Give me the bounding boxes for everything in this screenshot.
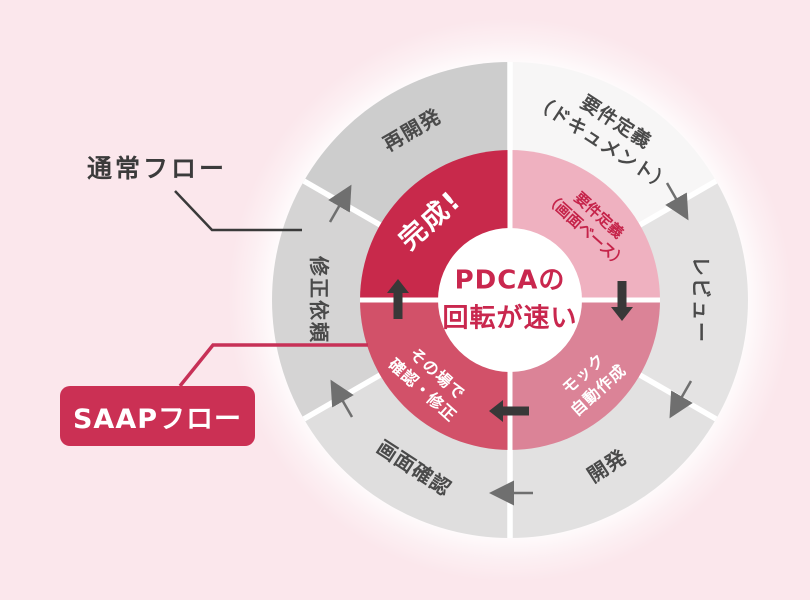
label-fix-request: 修正依頼 <box>306 256 332 344</box>
normal-flow-connector-line <box>174 190 302 232</box>
label-review-text: レビュー <box>689 256 713 344</box>
outer-flow-arrows <box>328 182 693 506</box>
center-message: PDCAの 回転が速い <box>442 262 577 337</box>
arrow-mock-to-onspot-icon <box>489 400 529 422</box>
center-message-line2: 回転が速い <box>442 303 578 333</box>
center-circle <box>438 228 582 372</box>
arrow-fix-to-redevelop-icon <box>328 184 352 223</box>
saap-flow-connector-line <box>178 343 368 388</box>
label-fix-request-text: 修正依頼 <box>307 256 331 344</box>
normal-flow-callout: 通常フロー <box>87 149 227 185</box>
center-message-line1: PDCAの <box>454 265 566 296</box>
arrow-screen-to-mock-icon <box>611 281 633 321</box>
arrow-review-to-dev-icon <box>669 380 693 419</box>
label-review: レビュー <box>688 256 714 344</box>
saap-flow-badge: SAAPフロー <box>60 386 255 446</box>
arrow-check-to-fix-icon <box>330 379 354 418</box>
saap-flow-badge-text: SAAPフロー <box>72 403 243 435</box>
arrow-doc-to-review-icon <box>665 182 689 221</box>
normal-flow-callout-text: 通常フロー <box>86 154 228 183</box>
arrow-onspot-to-done-icon <box>387 279 409 319</box>
